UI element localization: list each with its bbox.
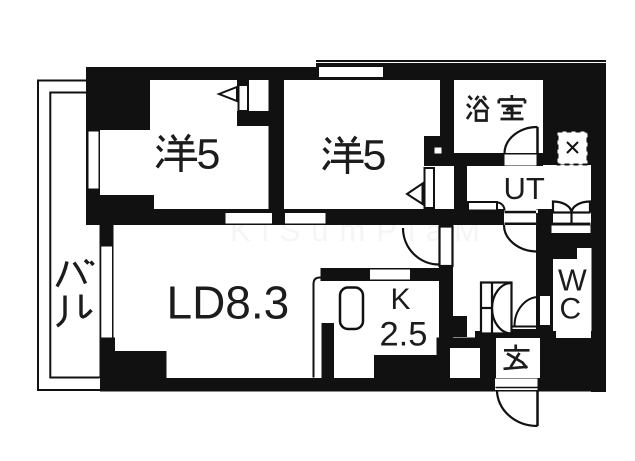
svg-text:2.5: 2.5 bbox=[380, 316, 428, 354]
svg-text:LD8.3: LD8.3 bbox=[167, 277, 290, 329]
svg-text:UT: UT bbox=[504, 171, 545, 206]
svg-text:5: 5 bbox=[197, 131, 221, 179]
svg-text:W: W bbox=[558, 264, 587, 298]
svg-text:C: C bbox=[560, 293, 582, 326]
svg-text:5: 5 bbox=[363, 132, 387, 180]
svg-text:K: K bbox=[391, 283, 411, 316]
